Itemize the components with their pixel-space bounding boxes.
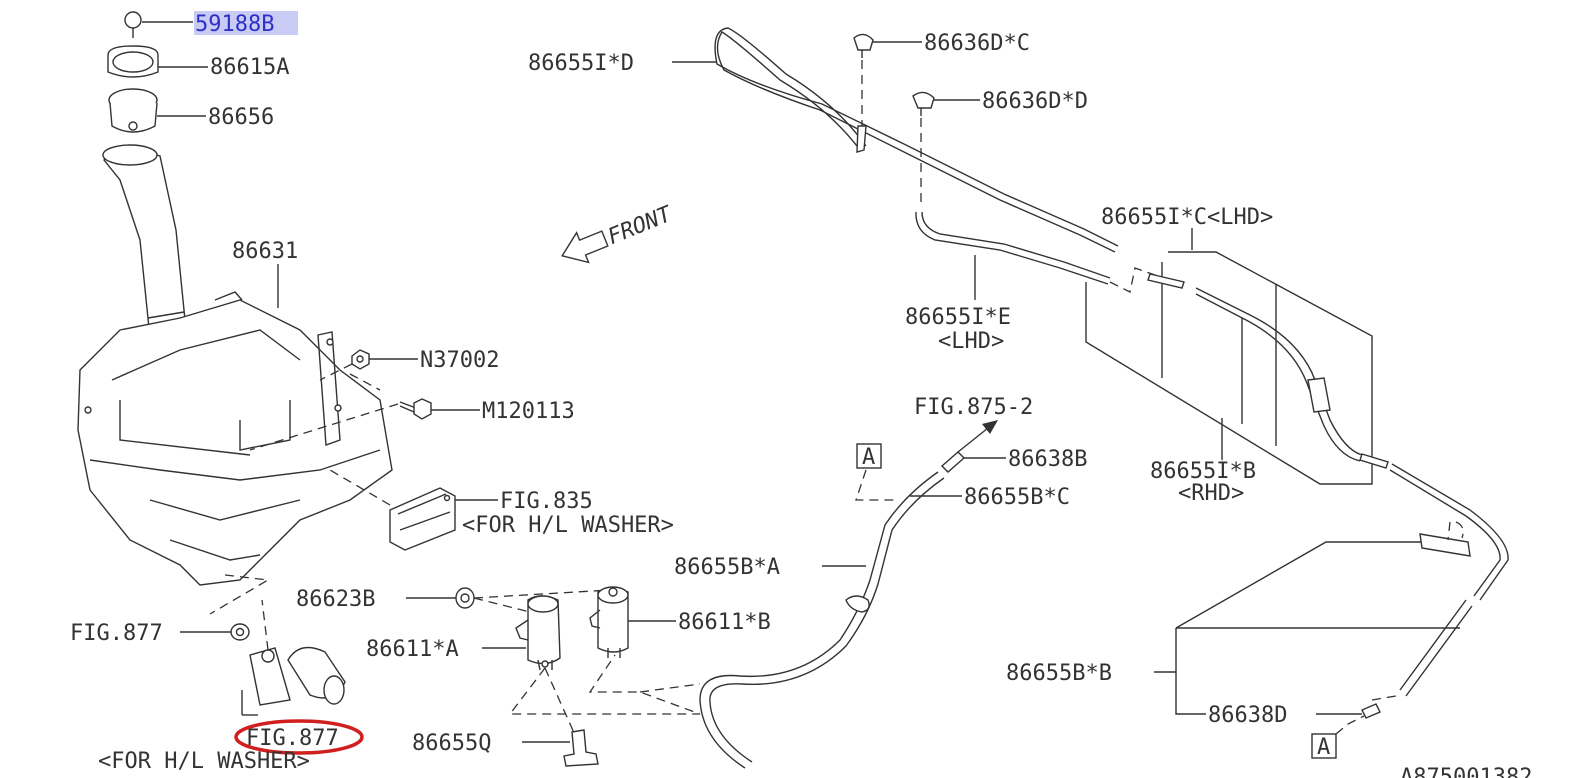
dash-M120113 bbox=[249, 403, 399, 451]
arrow-FIG875-line bbox=[957, 427, 989, 453]
dash-N37002 bbox=[319, 363, 381, 391]
nut-N37002 bbox=[351, 349, 370, 370]
note-86655IE: <LHD> bbox=[938, 329, 1004, 354]
label-front: FRONT bbox=[604, 201, 676, 250]
label-FIG877a[interactable]: FIG.877 bbox=[70, 621, 163, 646]
label-86656[interactable]: 86656 bbox=[208, 105, 274, 130]
pump-86611B bbox=[589, 586, 629, 658]
nozzle-86636DC bbox=[853, 33, 874, 153]
hose-86655IB bbox=[1147, 273, 1509, 601]
joint-86638D bbox=[1361, 703, 1381, 719]
hose-86655BA bbox=[699, 471, 945, 769]
highlight-box-59188B bbox=[194, 11, 298, 35]
grommet-FIG877 bbox=[230, 623, 250, 641]
joint-86655Q bbox=[563, 729, 599, 767]
dash-86623B bbox=[473, 589, 611, 613]
dash-A-left bbox=[855, 469, 896, 501]
dash-86638D bbox=[1371, 695, 1397, 701]
dash-A-right bbox=[1335, 715, 1365, 735]
label-86655IB[interactable]: 86655I*B bbox=[1150, 459, 1256, 484]
label-86655IE[interactable]: 86655I*E bbox=[905, 305, 1011, 330]
hl-washer-motor bbox=[249, 599, 346, 706]
label-FIG835[interactable]: FIG.835 bbox=[500, 489, 593, 514]
ref-box-A-right bbox=[1311, 733, 1337, 759]
note-FIG835: <FOR H/L WASHER> bbox=[462, 513, 674, 538]
drawing-code: A875001382 bbox=[1400, 765, 1532, 778]
filler-neck bbox=[102, 144, 186, 340]
label-A2: A bbox=[1317, 735, 1330, 760]
label-86631[interactable]: 86631 bbox=[232, 239, 298, 264]
label-86611B[interactable]: 86611*B bbox=[678, 610, 771, 635]
label-86655BB[interactable]: 86655B*B bbox=[1006, 661, 1112, 686]
note-FIG877: <FOR H/L WASHER> bbox=[98, 749, 310, 774]
label-A1: A bbox=[862, 445, 875, 470]
cap-86615A bbox=[107, 45, 159, 78]
label-86636DC[interactable]: 86636D*C bbox=[924, 31, 1030, 56]
label-86655IC[interactable]: 86655I*C<LHD> bbox=[1101, 205, 1273, 230]
label-N37002[interactable]: N37002 bbox=[420, 348, 499, 373]
hose-86655IE bbox=[915, 211, 1111, 285]
dash-hose-join bbox=[1109, 267, 1156, 293]
hose-86655ID bbox=[714, 27, 1119, 253]
label-86655ID[interactable]: 86655I*D bbox=[528, 51, 634, 76]
label-86638D[interactable]: 86638D bbox=[1208, 703, 1287, 728]
label-M120113[interactable]: M120113 bbox=[482, 399, 575, 424]
label-FIG877b[interactable]: FIG.877 bbox=[246, 726, 339, 751]
note-86655IB: <RHD> bbox=[1178, 481, 1244, 506]
arrow-FIG875-head bbox=[982, 420, 998, 434]
label-86611A[interactable]: 86611*A bbox=[366, 637, 459, 662]
label-86638B[interactable]: 86638B bbox=[1008, 447, 1087, 472]
red-circle-marker bbox=[234, 719, 364, 755]
dash-pump-connections-2 bbox=[544, 667, 701, 736]
label-59188B[interactable]: 59188B bbox=[195, 12, 274, 37]
dash-pump-connections bbox=[508, 654, 701, 715]
nozzle-86636DD bbox=[912, 91, 935, 208]
pump-86611A bbox=[515, 595, 561, 671]
label-86615A[interactable]: 86615A bbox=[210, 55, 289, 80]
bolt-M120113 bbox=[399, 398, 432, 420]
connector-FIG835 bbox=[389, 487, 456, 551]
label-86636DD[interactable]: 86636D*D bbox=[982, 89, 1088, 114]
ref-box-A-left bbox=[856, 443, 882, 469]
label-86655BA[interactable]: 86655B*A bbox=[674, 555, 780, 580]
strainer-86656 bbox=[108, 88, 158, 133]
joint-86638B bbox=[940, 451, 966, 473]
dash-FIG835 bbox=[329, 469, 391, 506]
front-arrow: FRONT bbox=[561, 201, 677, 264]
label-FIG875[interactable]: FIG.875-2 bbox=[914, 395, 1033, 420]
hose-group-bracket bbox=[1085, 251, 1373, 485]
grommet-86623B bbox=[455, 587, 475, 609]
tank-86631 bbox=[77, 291, 393, 615]
clip-59188B bbox=[124, 11, 142, 38]
hose-bracket-86655BB bbox=[1175, 521, 1473, 715]
label-86655BC[interactable]: 86655B*C bbox=[964, 485, 1070, 510]
label-86623B[interactable]: 86623B bbox=[296, 587, 375, 612]
label-86655Q[interactable]: 86655Q bbox=[412, 731, 491, 756]
